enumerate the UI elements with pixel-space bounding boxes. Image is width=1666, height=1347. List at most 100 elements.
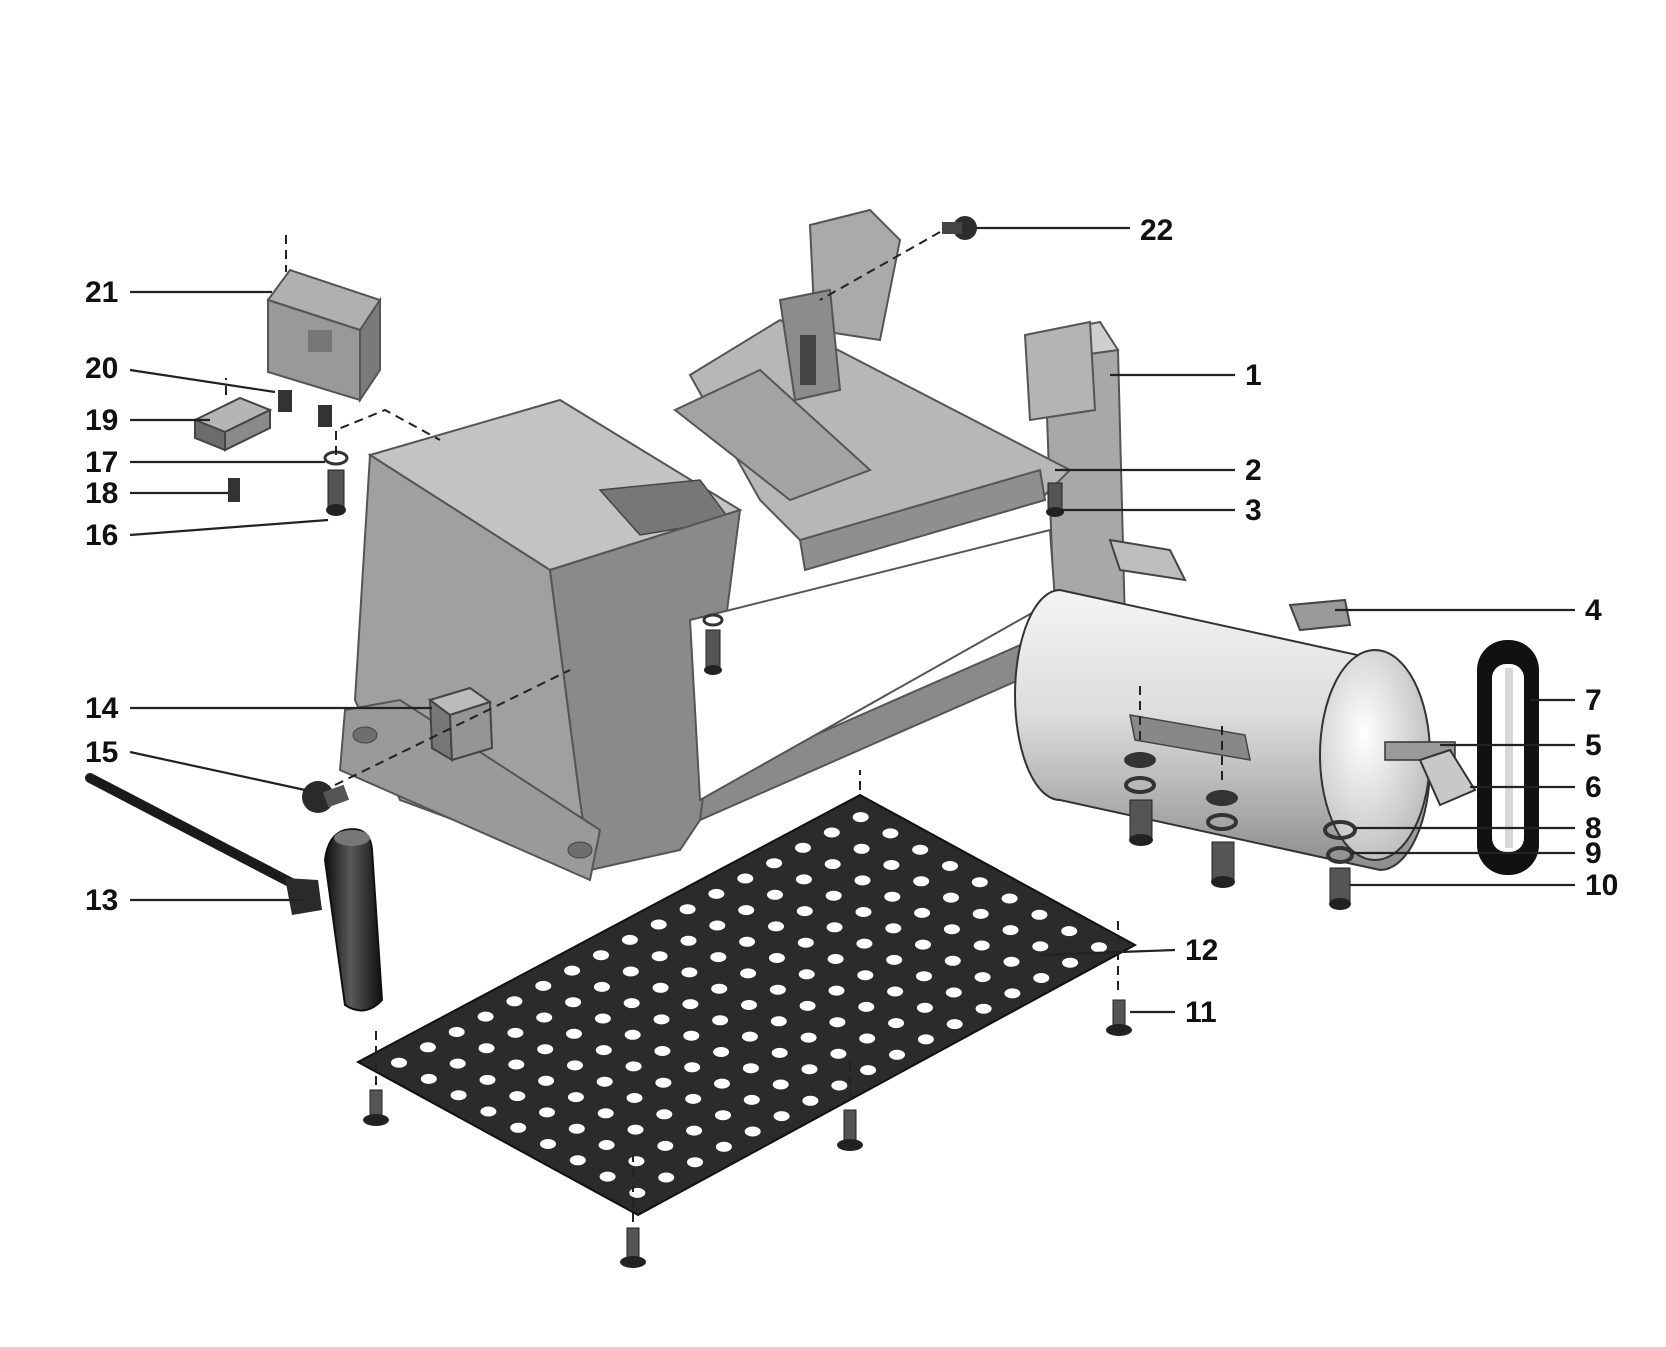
plate-hole <box>709 920 726 931</box>
plate-hole <box>795 842 811 853</box>
plate-hole <box>795 874 812 885</box>
callout-19: 19 <box>85 404 118 437</box>
plate-hole <box>1002 925 1019 936</box>
callout-3: 3 <box>1245 494 1262 527</box>
plate-hole <box>680 935 697 946</box>
plate-hole <box>973 940 990 951</box>
callout-10: 10 <box>1585 869 1618 902</box>
plate-hole <box>625 1061 642 1072</box>
plate-hole <box>796 906 813 917</box>
plate-hole <box>884 891 901 902</box>
plate-hole <box>477 1011 494 1022</box>
callout-8: 8 <box>1585 812 1602 845</box>
leader-16 <box>129 518 329 537</box>
screw-set-mid <box>702 482 1064 675</box>
plate-hole <box>687 1157 703 1168</box>
plate-hole <box>883 860 900 870</box>
plate-hole <box>828 985 845 996</box>
plate-hole <box>684 1062 701 1073</box>
plate-hole <box>916 971 932 982</box>
plate-hole <box>419 1042 436 1053</box>
plate-hole <box>737 873 754 884</box>
plate-hole <box>800 1032 817 1043</box>
plate-hole <box>479 1074 496 1085</box>
callout-15: 15 <box>85 736 118 769</box>
callout-9: 9 <box>1585 837 1602 870</box>
plate-hole <box>682 999 699 1010</box>
plate-hole <box>888 1018 905 1029</box>
callout-5: 5 <box>1585 729 1602 762</box>
plate-hole <box>801 1064 818 1075</box>
plate-hole <box>480 1106 497 1117</box>
screw-set-left <box>228 390 349 516</box>
plate-hole <box>913 876 930 887</box>
plate-hole <box>797 937 814 948</box>
plate-hole <box>685 1093 702 1104</box>
plate-hole <box>886 954 903 965</box>
plate-hole <box>942 861 958 871</box>
plate-hole <box>597 1108 614 1119</box>
plate-hole <box>1003 956 1020 967</box>
plate-hole <box>538 1075 555 1086</box>
plate-hole <box>566 1028 582 1039</box>
plate-hole <box>622 966 639 977</box>
plate-hole <box>478 1043 495 1054</box>
plate-hole <box>1032 941 1049 952</box>
plate-hole <box>770 1016 787 1027</box>
plate-hole <box>824 859 841 870</box>
plate-hole <box>885 923 902 934</box>
plate-hole <box>595 1045 612 1056</box>
plate-hole <box>889 1049 905 1060</box>
plate-hole <box>658 1172 675 1183</box>
plate-hole <box>539 1107 555 1118</box>
plate-hole <box>681 967 698 978</box>
plate-hole <box>506 996 523 1007</box>
plate-hole <box>744 1126 761 1137</box>
callout-20: 20 <box>85 352 118 385</box>
plate-hole <box>599 1171 616 1182</box>
plate-hole <box>568 1123 585 1134</box>
part-13-t-handle <box>85 773 384 1012</box>
callout-12: 12 <box>1185 934 1218 967</box>
plate-hole <box>768 953 785 963</box>
plate-hole <box>887 986 904 997</box>
plate-hole <box>1033 973 1050 983</box>
plate-hole <box>569 1155 586 1166</box>
plate-hole <box>567 1060 583 1071</box>
plate-hole <box>679 904 696 915</box>
plate-hole <box>766 858 783 869</box>
plate-hole <box>971 877 988 888</box>
plate-hole <box>799 1000 816 1011</box>
plate-hole <box>510 1122 527 1133</box>
plate-hole <box>565 997 582 1008</box>
plate-hole <box>743 1094 760 1105</box>
plate-hole <box>860 1065 877 1076</box>
plate-hole <box>882 828 899 839</box>
plate-hole <box>858 1001 875 1012</box>
part-14-clamp <box>427 686 494 762</box>
plate-hole <box>1031 909 1048 920</box>
leader-15 <box>129 750 306 792</box>
plate-hole <box>944 955 961 966</box>
plate-hole <box>852 812 869 823</box>
plate-hole <box>945 987 962 998</box>
leader-12 <box>1039 948 1176 957</box>
plate-hole <box>741 1031 758 1042</box>
callout-7: 7 <box>1585 684 1602 717</box>
part-21-block <box>266 268 382 404</box>
plate-hole <box>856 938 873 949</box>
callout-21: 21 <box>85 276 118 309</box>
plate-hole <box>768 921 784 932</box>
callout-13: 13 <box>85 884 118 917</box>
callout-14: 14 <box>85 692 119 725</box>
plate-hole <box>914 907 931 918</box>
plate-hole <box>623 998 640 1009</box>
plate-hole <box>450 1090 467 1101</box>
callout-4: 4 <box>1585 594 1602 627</box>
plate-hole <box>1061 926 1078 937</box>
plate-hole <box>1062 957 1079 968</box>
plate-hole <box>740 968 757 979</box>
plate-hole <box>509 1091 526 1102</box>
